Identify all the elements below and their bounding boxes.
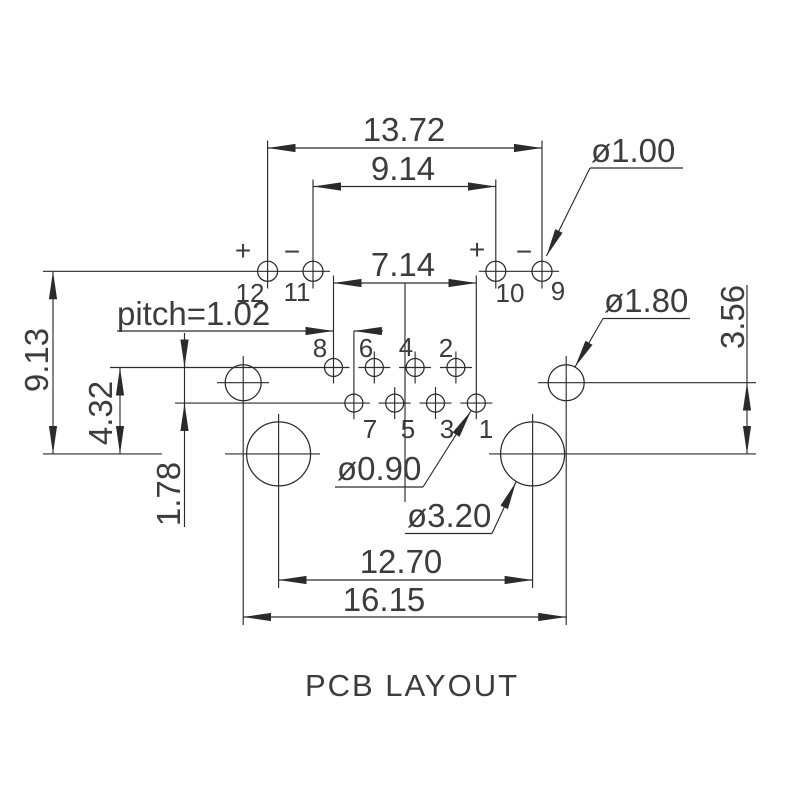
hole-label-10: 10 [496, 278, 525, 308]
hole-label-12: 12 [236, 278, 265, 308]
pin-label-5: 5 [401, 414, 415, 444]
dimension-left-inner: 1.78 [150, 333, 338, 527]
dim-label-9-13: 9.13 [18, 328, 55, 392]
dimension-right-side: 3.56 [489, 285, 756, 455]
leader-line [574, 318, 604, 368]
pin-label-7: 7 [363, 414, 377, 444]
dimension-pin-row-span: 7.14 [332, 246, 477, 420]
pin-label-3: 3 [440, 414, 454, 444]
side-holes [217, 364, 585, 402]
hole-label-11: 11 [284, 277, 311, 307]
drawing-title: PCB LAYOUT [305, 668, 519, 703]
callout-label-dia-1-00: ø1.00 [591, 132, 675, 169]
side-hole-right [547, 364, 585, 402]
pin-label-4: 4 [399, 332, 413, 362]
leader-line [491, 481, 517, 534]
mount-hole-left [245, 421, 312, 487]
dimension-pitch: pitch=1.02 [117, 295, 383, 420]
callout-mount-hole-dia: ø3.20 [405, 481, 517, 535]
polarity-minus-right: − [516, 236, 532, 267]
dim-label-13-72: 13.72 [363, 111, 446, 148]
callout-side-hole-dia: ø1.80 [574, 282, 690, 368]
hole-11 [302, 260, 324, 282]
dim-label-16-15: 16.15 [343, 581, 426, 618]
top-hole-row: 12 11 10 9 + − + − [235, 234, 565, 308]
hole-10 [485, 260, 507, 282]
dimension-top-inner: 9.14 [312, 150, 497, 289]
pin-label-2: 2 [439, 333, 453, 363]
dim-label-4-32: 4.32 [82, 381, 119, 445]
dimension-top-outer: 13.72 [267, 111, 543, 289]
pin-holes: 8 6 4 2 7 5 3 1 [313, 332, 493, 444]
callout-pin-hole-dia: ø0.90 [335, 410, 472, 488]
callout-top-hole-dia: ø1.00 [545, 132, 683, 257]
pin-label-6: 6 [359, 333, 373, 363]
hole-9 [531, 260, 553, 282]
callout-label-dia-1-80: ø1.80 [604, 282, 688, 319]
dim-label-9-14: 9.14 [371, 150, 435, 187]
leader-line [545, 167, 591, 257]
dimension-left-outer: 9.13 [18, 271, 320, 455]
dimension-bottom-inner: 12.70 [278, 413, 534, 588]
pin-label-1: 1 [479, 414, 493, 444]
mount-hole-right [499, 421, 566, 487]
dim-label-12-70: 12.70 [360, 543, 443, 580]
hole-12 [256, 260, 279, 282]
dim-label-3-56: 3.56 [714, 285, 751, 349]
dim-label-7-14: 7.14 [371, 246, 435, 283]
callout-label-dia-3-20: ø3.20 [407, 497, 491, 534]
pin-label-8: 8 [313, 333, 327, 363]
hole-label-9: 9 [551, 276, 565, 306]
dim-label-pitch: pitch=1.02 [117, 295, 270, 332]
dimension-left-mid: 4.32 [82, 366, 318, 454]
callout-label-dia-0-90: ø0.90 [337, 450, 421, 487]
mounting-holes [245, 421, 566, 487]
polarity-plus-left: + [235, 235, 251, 266]
leader-line [422, 410, 472, 488]
polarity-minus-left: − [284, 236, 300, 267]
polarity-plus-right: + [469, 234, 485, 265]
dim-label-1-78: 1.78 [150, 462, 187, 526]
